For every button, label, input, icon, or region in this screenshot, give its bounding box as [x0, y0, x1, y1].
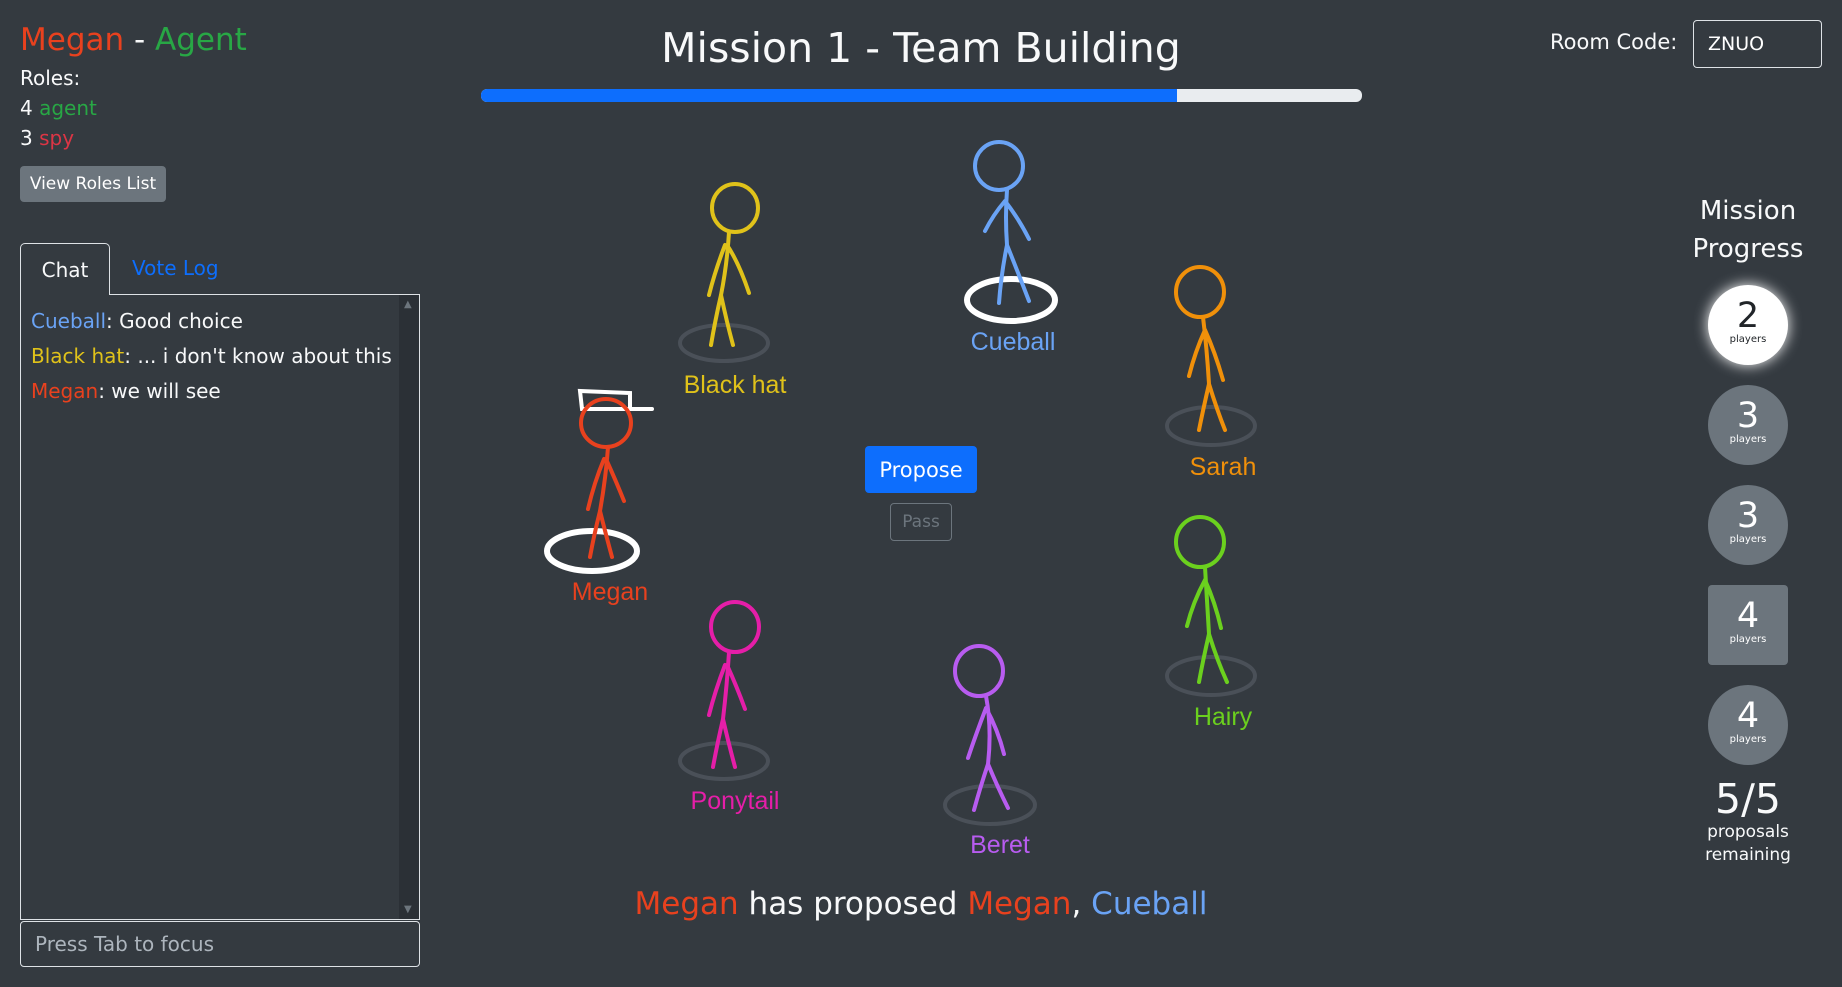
- mission-2-indicator: 3 players: [1708, 385, 1788, 465]
- proposals-remaining-count: 5/5: [1715, 775, 1781, 823]
- chat-input[interactable]: [20, 921, 420, 967]
- chat-author: Megan: [31, 379, 99, 403]
- stick-figure-icon: [678, 600, 770, 781]
- player-name-label: Ponytail: [690, 787, 780, 815]
- chat-author: Black hat: [31, 344, 125, 368]
- chat-text: : we will see: [98, 379, 221, 403]
- mission-player-label: players: [1729, 334, 1767, 345]
- scroll-down-icon[interactable]: ▼: [404, 904, 412, 915]
- player-role: Agent: [155, 22, 247, 58]
- chat-message: Cueball: Good choice: [31, 309, 243, 333]
- mission-player-label: players: [1729, 734, 1767, 745]
- player-ponytail[interactable]: Ponytail: [665, 595, 805, 835]
- stick-figure-icon: [678, 182, 770, 363]
- chat-log[interactable]: Cueball: Good choice Black hat: ... i do…: [20, 294, 420, 920]
- stick-figure-icon: [1165, 515, 1257, 697]
- player-sarah[interactable]: Sarah: [1153, 260, 1293, 500]
- proposals-remaining-label: proposals remaining: [1680, 821, 1816, 867]
- proposals-remaining-line: remaining: [1705, 845, 1791, 865]
- player-name-label: Beret: [970, 831, 1030, 859]
- mission-progress-title-line: Mission: [1699, 196, 1797, 226]
- chat-text: : ... i don't know about this: [124, 344, 392, 368]
- mission-player-label: players: [1729, 434, 1767, 445]
- pass-button[interactable]: Pass: [890, 503, 952, 541]
- player-hairy[interactable]: Hairy: [1153, 510, 1293, 750]
- player-identity: Megan - Agent: [20, 22, 247, 58]
- player-name: Megan: [20, 22, 125, 58]
- role-name: spy: [39, 126, 75, 150]
- room-code-field[interactable]: [1693, 20, 1822, 68]
- mission-progress-title: Mission Progress: [1680, 192, 1816, 268]
- player-name-label: Cueball: [970, 328, 1056, 356]
- room-code-label: Room Code:: [1550, 30, 1678, 54]
- proposals-remaining-line: proposals: [1707, 822, 1789, 842]
- stick-figure-icon: [1165, 265, 1257, 447]
- timer-progress-fill: [481, 89, 1177, 102]
- player-cueball[interactable]: Cueball: [943, 135, 1083, 375]
- mission-player-count: 2: [1736, 296, 1760, 336]
- view-roles-button[interactable]: View Roles List: [20, 166, 166, 202]
- mission-player-count: 4: [1736, 696, 1760, 736]
- player-name-label: Sarah: [1189, 453, 1257, 481]
- chat-message: Megan: we will see: [31, 379, 221, 403]
- mission-progress-title-line: Progress: [1692, 234, 1804, 264]
- timer-progress-bar: [481, 89, 1362, 102]
- mission-4-indicator: 4 players: [1708, 585, 1788, 665]
- propose-button[interactable]: Propose: [865, 446, 977, 493]
- stick-figure-icon: [964, 140, 1058, 324]
- mission-title: Mission 1 - Team Building: [661, 24, 1181, 72]
- mission-player-label: players: [1729, 534, 1767, 545]
- proposer-name: Megan: [634, 886, 739, 922]
- chat-message: Black hat: ... i don't know about this: [31, 344, 392, 368]
- identity-separator: -: [124, 22, 156, 58]
- chat-text: : Good choice: [106, 309, 243, 333]
- proposed-member: Megan: [967, 886, 1072, 922]
- player-name-label: Black hat: [683, 371, 787, 399]
- role-count: 3: [20, 126, 33, 150]
- stick-figure-icon: [943, 644, 1037, 826]
- chat-author: Cueball: [31, 309, 107, 333]
- role-count-agent: 4 agent: [20, 96, 97, 120]
- proposal-verb: has proposed: [738, 886, 968, 922]
- role-count-spy: 3 spy: [20, 126, 74, 150]
- mission-player-count: 3: [1736, 496, 1760, 536]
- tab-chat[interactable]: Chat: [20, 243, 110, 295]
- player-beret[interactable]: Beret: [930, 638, 1070, 878]
- proposal-status: Megan has proposed Megan, Cueball: [480, 886, 1362, 922]
- proposed-member: Cueball: [1091, 886, 1208, 922]
- stick-figure-icon: [544, 388, 654, 574]
- mission-3-indicator: 3 players: [1708, 485, 1788, 565]
- player-name-label: Hairy: [1193, 703, 1253, 731]
- player-megan[interactable]: Megan: [540, 385, 680, 625]
- mission-player-label: players: [1729, 634, 1767, 645]
- mission-1-indicator: 2 players: [1708, 285, 1788, 365]
- proposal-separator: ,: [1071, 886, 1092, 922]
- player-name-label: Megan: [571, 578, 649, 606]
- mission-player-count: 3: [1736, 396, 1760, 436]
- roles-label: Roles:: [20, 66, 81, 90]
- role-count: 4: [20, 96, 33, 120]
- mission-player-count: 4: [1736, 596, 1760, 636]
- chat-scrollbar[interactable]: ▲ ▼: [399, 295, 419, 919]
- player-black-hat[interactable]: Black hat: [665, 175, 805, 415]
- hat-icon: [577, 388, 654, 411]
- role-name: agent: [39, 96, 97, 120]
- tab-vote-log[interactable]: Vote Log: [132, 256, 219, 280]
- mission-5-indicator: 4 players: [1708, 685, 1788, 765]
- scroll-up-icon[interactable]: ▲: [404, 299, 412, 310]
